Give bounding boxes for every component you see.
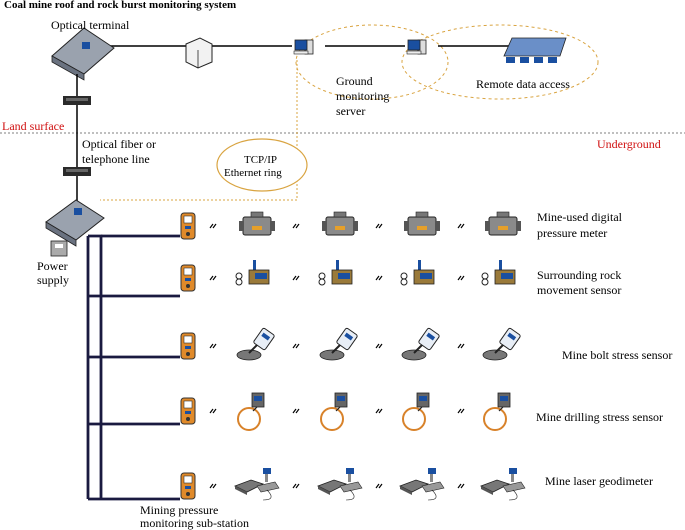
diagram-title: Coal mine roof and rock burst monitoring…	[4, 0, 237, 11]
sensor-label: Surrounding rock	[537, 268, 622, 282]
wire-break-icon	[375, 483, 383, 489]
wire-break-icon	[375, 223, 383, 229]
wire-break-icon	[209, 408, 217, 414]
connector-upper-icon	[63, 96, 91, 105]
bolt-stress-sensor-icon	[236, 326, 276, 361]
power-label-1: Power	[37, 259, 68, 273]
wire-break-icon	[375, 408, 383, 414]
power-supply-icon	[50, 240, 68, 257]
rock-movement-sensor-icon	[400, 259, 435, 286]
laser-geodimeter-icon	[480, 467, 526, 501]
wire-break-icon	[457, 343, 465, 349]
wire-break-icon	[292, 223, 300, 229]
sensor-label-line2: movement sensor	[537, 283, 622, 297]
rock-movement-sensor-icon	[235, 259, 270, 286]
pressure-meter-icon	[321, 211, 359, 236]
sensor-label-line2: pressure meter	[537, 226, 608, 240]
remote-access-label: Remote data access	[476, 77, 570, 91]
substation-label-1: Mining pressure	[140, 503, 219, 517]
ground-server-label-3: server	[336, 104, 366, 118]
remote-laptop-icon	[503, 37, 567, 63]
wire-break-icon	[457, 223, 465, 229]
drilling-stress-sensor-icon	[402, 392, 430, 431]
wire-break-icon	[292, 275, 300, 281]
sensor-label: Mine bolt stress sensor	[562, 348, 673, 362]
substation-icon	[180, 212, 196, 240]
substation-icon	[180, 264, 196, 292]
wire-break-icon	[457, 275, 465, 281]
wire-break-icon	[375, 343, 383, 349]
rock-movement-sensor-icon	[481, 259, 516, 286]
rock-movement-sensor-icon	[318, 259, 353, 286]
pressure-meter-icon	[403, 211, 441, 236]
optical-terminal-icon	[51, 27, 115, 81]
tcpip-ring	[216, 138, 308, 192]
relay-pc-icon	[406, 39, 427, 55]
ground-server-label-2: monitoring	[336, 89, 390, 103]
optical-terminal-label: Optical terminal	[51, 18, 130, 32]
substation-icon	[180, 472, 196, 500]
tcpip-label-2: Ethernet ring	[224, 167, 282, 179]
connector-lower-icon	[63, 167, 91, 176]
remote-ring	[401, 24, 599, 100]
bolt-stress-sensor-icon	[401, 326, 441, 361]
substation-icon	[180, 397, 196, 425]
sensor-label: Mine drilling stress sensor	[536, 410, 663, 424]
wire-break-icon	[375, 275, 383, 281]
bolt-stress-sensor-icon	[482, 326, 522, 361]
wire-break-icon	[292, 483, 300, 489]
tcpip-label-1: TCP/IP	[244, 154, 278, 166]
ground-server-icon	[293, 39, 314, 55]
ethernet-ring-path	[100, 60, 298, 201]
server-ring	[295, 24, 449, 100]
laser-geodimeter-icon	[234, 467, 280, 501]
ground-server-label-1: Ground	[336, 74, 373, 88]
underground-terminal-icon	[45, 199, 105, 247]
power-label-2: supply	[37, 273, 70, 287]
substation-label-2: monitoring sub-station	[140, 516, 249, 530]
wire-break-icon	[292, 408, 300, 414]
land-surface-label: Land surface	[2, 119, 65, 133]
wire-break-icon	[457, 408, 465, 414]
drilling-stress-sensor-icon	[483, 392, 511, 431]
fiber-label-2: telephone line	[82, 152, 150, 166]
drilling-stress-sensor-icon	[320, 392, 348, 431]
drilling-stress-sensor-icon	[237, 392, 265, 431]
wire-break-icon	[209, 343, 217, 349]
laser-geodimeter-icon	[317, 467, 363, 501]
pressure-meter-icon	[238, 211, 276, 236]
sensor-label: Mine-used digital	[537, 210, 622, 224]
wire-break-icon	[457, 483, 465, 489]
substation-bus	[86, 234, 180, 501]
wire-break-icon	[209, 483, 217, 489]
wire-break-icon	[292, 343, 300, 349]
laser-geodimeter-icon	[399, 467, 445, 501]
switch-icon	[185, 37, 213, 69]
bolt-stress-sensor-icon	[319, 326, 359, 361]
wire-break-icon	[209, 223, 217, 229]
underground-label: Underground	[597, 137, 661, 151]
fiber-label-1: Optical fiber or	[82, 137, 156, 151]
substation-icon	[180, 332, 196, 360]
wire-break-icon	[209, 275, 217, 281]
sensor-label: Mine laser geodimeter	[545, 474, 653, 488]
pressure-meter-icon	[484, 211, 522, 236]
